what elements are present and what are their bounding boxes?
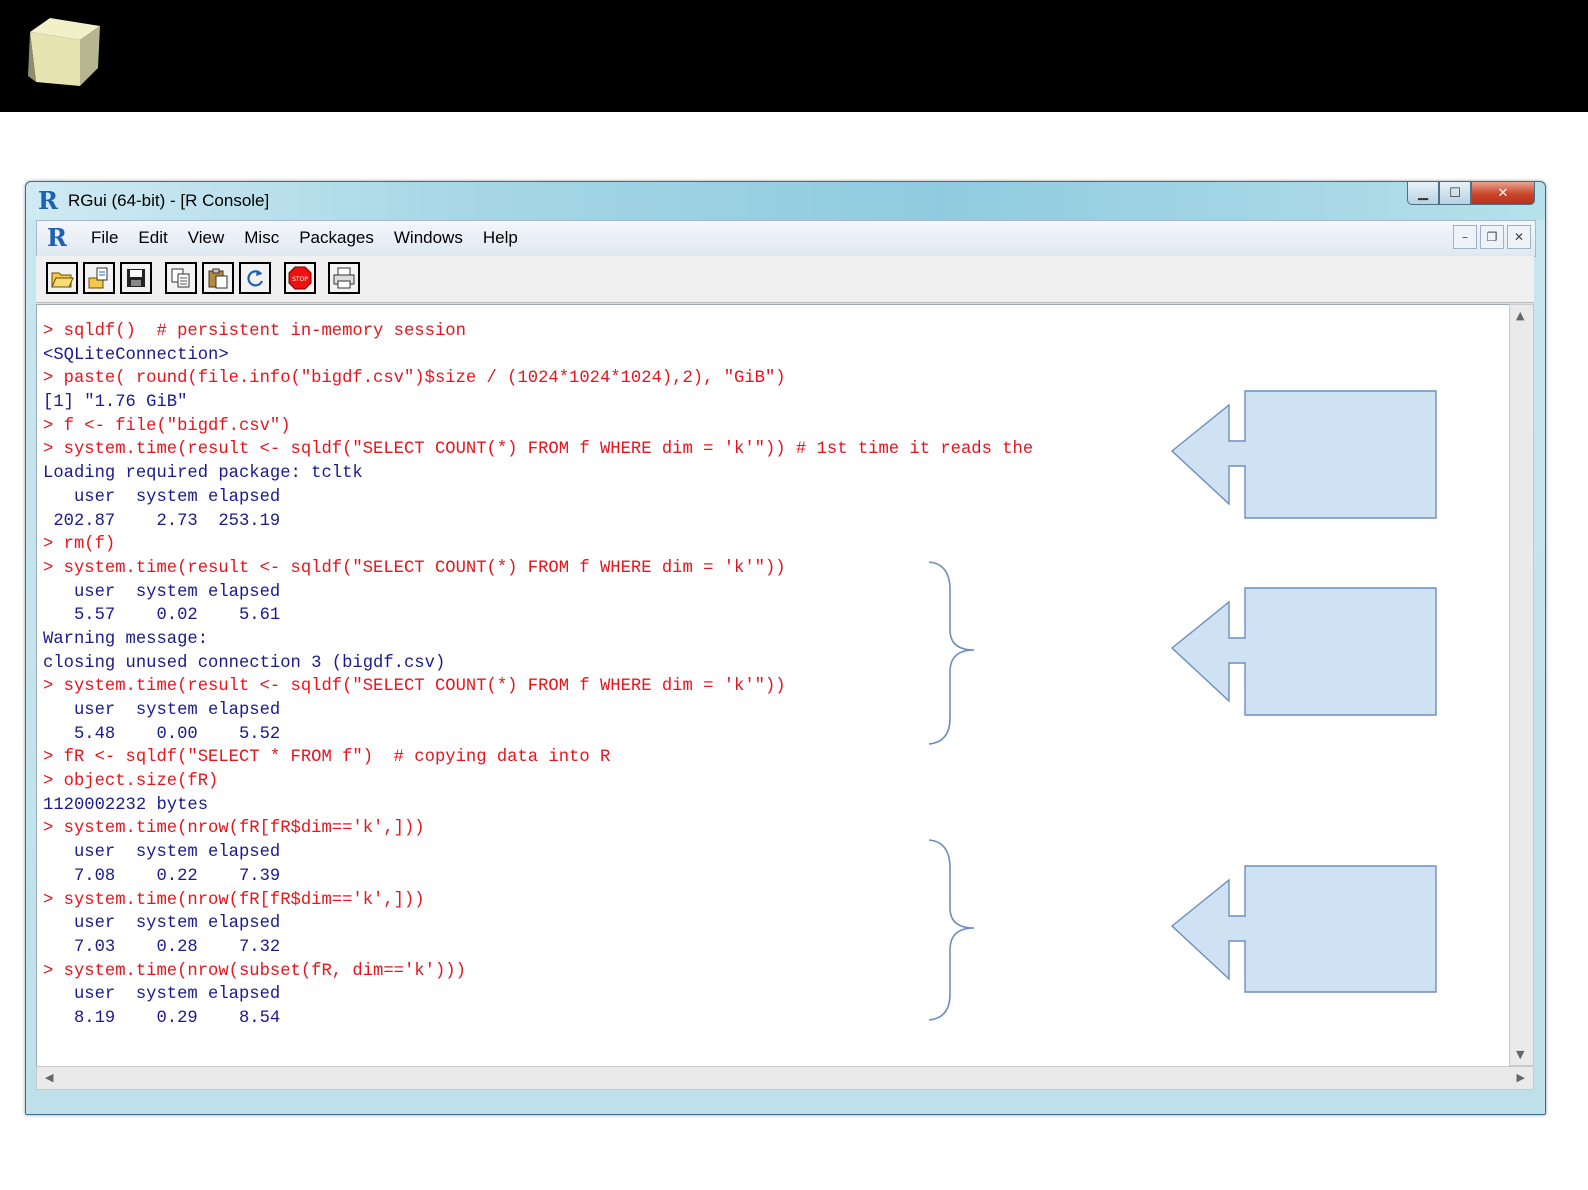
console-output-line: user system elapsed (43, 487, 291, 507)
menu-packages[interactable]: Packages (299, 228, 374, 247)
maximize-button[interactable]: ☐ (1439, 182, 1471, 205)
console-output-line: Warning message: (43, 629, 209, 649)
save-workspace-button[interactable] (120, 262, 152, 294)
menu-windows[interactable]: Windows (393, 228, 463, 247)
console-input-line: > system.time(nrow(fR[fR$dim=='k',])) (43, 890, 425, 910)
print-button[interactable] (328, 262, 360, 294)
cube-logo-icon (28, 18, 100, 86)
console-output-line: user system elapsed (43, 582, 291, 602)
console-output-line: user system elapsed (43, 985, 291, 1005)
load-workspace-button[interactable] (83, 262, 115, 294)
console-output-line: 7.03 0.28 7.32 (43, 937, 291, 957)
r-logo-icon: R (38, 186, 58, 215)
paste-icon (208, 268, 228, 289)
console-input-line: > fR <- sqldf("SELECT * FROM f") # copyi… (43, 748, 611, 768)
scroll-up-icon[interactable]: ▲ (1516, 309, 1525, 322)
menu-misc[interactable]: Misc (244, 228, 280, 247)
console-output-line: 8.19 0.29 8.54 (43, 1008, 291, 1028)
slide-header-bar (0, 0, 1588, 112)
console-input-line: > object.size(fR) (43, 772, 219, 792)
console-output-line: <SQLiteConnection> (43, 345, 229, 365)
svg-text:STOP: STOP (292, 276, 308, 283)
menu-help[interactable]: Help (482, 228, 518, 247)
console-output-line: 5.48 0.00 5.52 (43, 724, 291, 744)
minimize-button[interactable]: ▁ (1407, 182, 1439, 205)
console-input-line: > system.time(result <- sqldf("SELECT CO… (43, 558, 786, 578)
console-output-line: closing unused connection 3 (bigdf.csv) (43, 653, 456, 673)
console-output-line: Loading required package: tcltk (43, 464, 363, 484)
copy-button[interactable] (165, 262, 197, 294)
copy-icon (171, 268, 190, 288)
console-output-line: user system elapsed (43, 701, 291, 720)
console-input-line: > sqldf() # persistent in-memory session (43, 322, 466, 341)
copy-paste-button[interactable] (239, 262, 271, 294)
print-icon (333, 267, 355, 289)
open-folder-icon (51, 272, 74, 288)
mdi-restore-button[interactable]: ❐ (1480, 225, 1504, 249)
vertical-scrollbar[interactable]: ▲ ▼ (1509, 304, 1534, 1066)
console-output: > sqldf() # persistent in-memory session… (43, 320, 1033, 1031)
console-output-line: user system elapsed (43, 843, 291, 863)
scroll-right-icon[interactable]: ▶ (1516, 1071, 1525, 1084)
window-titlebar[interactable]: R RGui (64-bit) - [R Console] ▁ ☐ ✕ (26, 182, 1545, 220)
stop-button[interactable]: STOP (284, 262, 316, 294)
scroll-down-icon[interactable]: ▼ (1516, 1048, 1525, 1061)
window-title: RGui (64-bit) - [R Console] (68, 191, 270, 210)
menu-bar: R File Edit View Misc Packages Windows H… (36, 220, 1536, 257)
close-button[interactable]: ✕ (1471, 182, 1535, 205)
stop-icon: STOP (288, 266, 312, 290)
console-output-line: 7.08 0.22 7.39 (43, 866, 291, 886)
r-menu-icon[interactable]: R (47, 223, 67, 252)
mdi-minimize-button[interactable]: – (1453, 225, 1477, 249)
console-input-line: > rm(f) (43, 535, 116, 555)
console-input-line: > paste( round(file.info("bigdf.csv")$si… (43, 369, 786, 389)
console-output-line: 202.87 2.73 253.19 (43, 511, 291, 531)
console-output-line: [1] "1.76 GiB" (43, 393, 188, 413)
open-script-button[interactable] (46, 262, 78, 294)
scroll-left-icon[interactable]: ◀ (45, 1071, 54, 1084)
console-input-line: > system.time(result <- sqldf("SELECT CO… (43, 677, 786, 697)
console-input-line: > f <- file("bigdf.csv") (43, 416, 291, 436)
console-input-line: > system.time(result <- sqldf("SELECT CO… (43, 440, 1034, 460)
load-workspace-icon (88, 267, 108, 289)
paste-button[interactable] (202, 262, 234, 294)
console-input-line: > system.time(nrow(subset(fR, dim=='k'))… (43, 961, 466, 981)
console-output-line: 1120002232 bytes (43, 795, 209, 815)
toolbar: STOP (36, 256, 1534, 303)
menu-file[interactable]: File (91, 228, 119, 247)
mdi-close-button[interactable]: ✕ (1507, 225, 1531, 249)
save-icon (127, 269, 145, 287)
menu-edit[interactable]: Edit (138, 228, 168, 247)
console-output-line: user system elapsed (43, 914, 291, 934)
console-output-line: 5.57 0.02 5.61 (43, 606, 291, 626)
console-input-line: > system.time(nrow(fR[fR$dim=='k',])) (43, 819, 425, 839)
horizontal-scrollbar[interactable]: ◀ ▶ (36, 1066, 1534, 1090)
refresh-icon (247, 270, 264, 287)
menu-view[interactable]: View (187, 228, 225, 247)
